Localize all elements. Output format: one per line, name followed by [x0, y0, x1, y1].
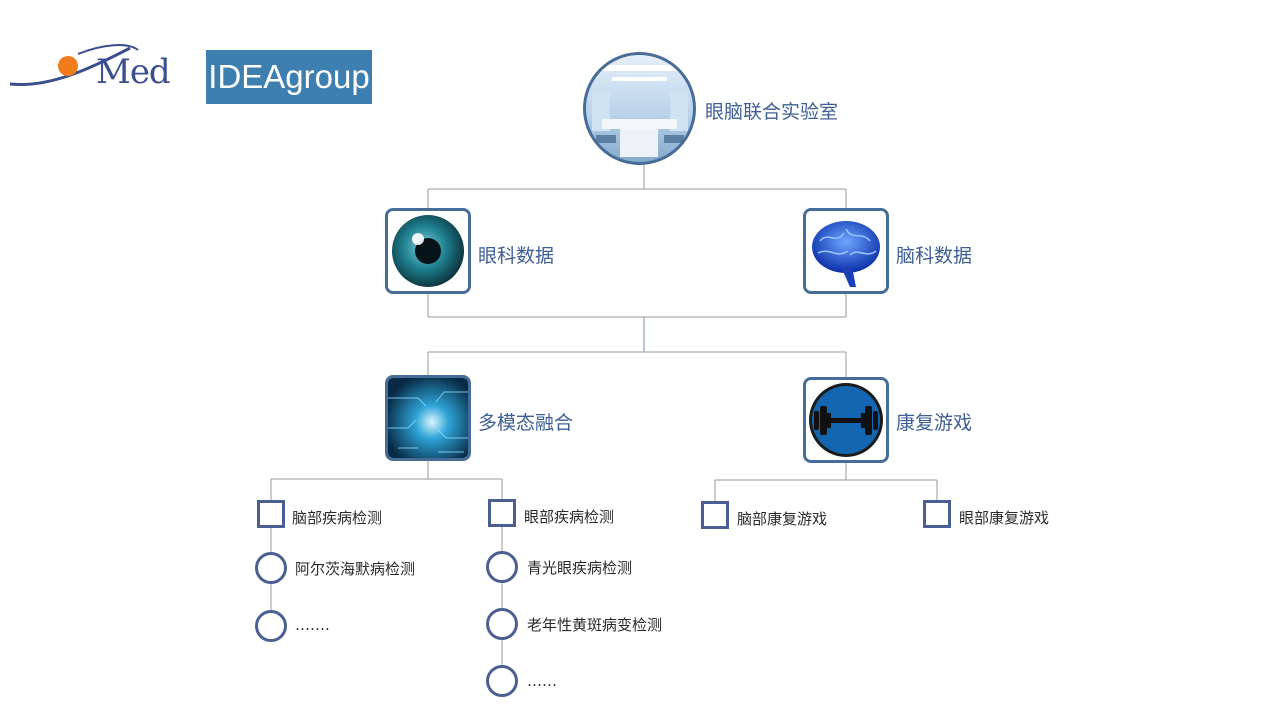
- eye-disease-square[interactable]: [488, 499, 516, 527]
- rehab-game-label: 康复游戏: [896, 412, 973, 434]
- root-node[interactable]: [582, 51, 697, 166]
- eye-more-label: ……: [527, 672, 557, 690]
- eye-data-node[interactable]: [385, 208, 471, 294]
- med-logo-text: Med: [96, 52, 171, 92]
- med-swoosh-icon: [9, 44, 139, 87]
- rehab-game-node[interactable]: [803, 377, 889, 463]
- eye-rehab-square[interactable]: [923, 500, 951, 528]
- ideagroup-logo: IDEAgroup: [206, 50, 372, 104]
- brain-more-circle[interactable]: [255, 610, 287, 642]
- lab-room-icon: [583, 52, 696, 165]
- med-logo: Med: [8, 40, 178, 100]
- alzheimer-label: 阿尔茨海默病检测: [295, 560, 416, 578]
- eye-disease-label: 眼部疾病检测: [524, 508, 615, 526]
- circuit-icon: [388, 378, 468, 458]
- brain-more-label: …….: [295, 616, 330, 634]
- dumbbell-icon: [806, 380, 886, 460]
- eye-icon: [388, 211, 468, 291]
- brain-disease-square[interactable]: [257, 500, 285, 528]
- brain-data-label: 脑科数据: [896, 245, 973, 267]
- brain-rehab-square[interactable]: [701, 501, 729, 529]
- glaucoma-label: 青光眼疾病检测: [527, 559, 633, 577]
- brain-rehab-label: 脑部康复游戏: [737, 510, 828, 528]
- fusion-node[interactable]: [385, 375, 471, 461]
- eye-data-label: 眼科数据: [478, 245, 555, 267]
- amd-circle[interactable]: [486, 608, 518, 640]
- alzheimer-circle[interactable]: [255, 552, 287, 584]
- eye-more-circle[interactable]: [486, 665, 518, 697]
- brain-icon: [806, 211, 886, 291]
- brain-data-node[interactable]: [803, 208, 889, 294]
- root-label: 眼脑联合实验室: [705, 101, 839, 123]
- fusion-label: 多模态融合: [478, 412, 574, 434]
- eye-rehab-label: 眼部康复游戏: [959, 509, 1050, 527]
- glaucoma-circle[interactable]: [486, 551, 518, 583]
- brain-disease-label: 脑部疾病检测: [292, 509, 383, 527]
- amd-label: 老年性黄斑病变检测: [527, 616, 663, 634]
